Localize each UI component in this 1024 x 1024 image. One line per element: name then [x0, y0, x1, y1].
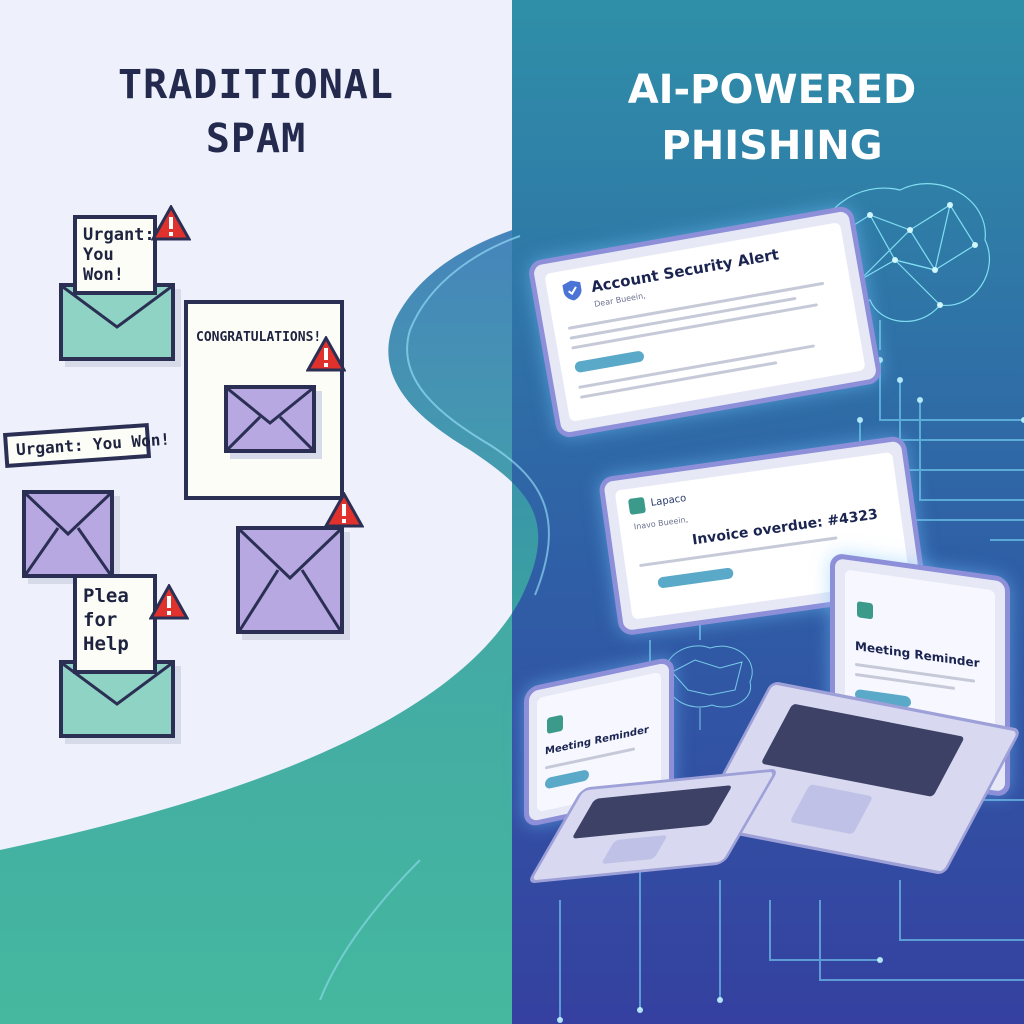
email-greeting: Inavo Bueein, [633, 514, 689, 532]
warning-icon [324, 492, 364, 528]
tablet-security-alert: Account Security Alert Dear Bueein, [526, 204, 884, 440]
spam-bubble-text: Urgant: You Won! [15, 429, 171, 460]
warning-icon [151, 205, 191, 241]
keyboard [760, 703, 965, 797]
spam-note-line1: Plea for [83, 585, 129, 631]
right-title: AI-POWERED PHISHING [520, 62, 1024, 174]
spam-item-plea: Plea for Help [55, 570, 195, 750]
tablet-icon: Account Security Alert Dear Bueein, [526, 204, 884, 440]
brand-logo-icon [627, 496, 647, 515]
shield-icon [562, 280, 582, 301]
left-title-line1: TRADITIONAL [118, 62, 394, 108]
email-heading: Invoice overdue: #4323 [691, 506, 879, 549]
spam-note-line1: Urgant: [83, 225, 155, 245]
spam-note: Urgant: You Won! [73, 215, 157, 295]
left-title: TRADITIONAL SPAM [0, 58, 512, 166]
email-brand: Lapaco [650, 493, 687, 509]
congrats-text: CONGRATULATIONS! [196, 330, 322, 345]
right-title-line2: PHISHING [661, 123, 883, 169]
warning-icon [149, 584, 189, 620]
right-title-line1: AI-POWERED [627, 67, 917, 113]
brand-logo-icon [857, 601, 873, 620]
spam-item-envelope-warning [230, 490, 370, 640]
spam-note-line2: You Won! [83, 245, 124, 285]
laptop-meeting-right: Meeting Reminder [694, 552, 1022, 876]
spam-item-urgent-envelope: Urgant: You Won! [55, 205, 195, 375]
left-title-line2: SPAM [205, 116, 307, 162]
email-heading: Account Security Alert [589, 245, 781, 297]
email-screen: Account Security Alert Dear Bueein, [544, 222, 866, 422]
envelope-icon [236, 526, 344, 634]
laptop-meeting-left: Meeting Reminder [520, 656, 780, 888]
trackpad [789, 784, 874, 835]
warning-icon [306, 336, 346, 372]
envelope-icon [22, 490, 114, 578]
spam-note: Plea for Help [73, 574, 157, 674]
spam-bubble: Urgant: You Won! [2, 422, 171, 469]
envelope-icon [224, 385, 316, 453]
spam-note-line2: Help [83, 633, 129, 655]
cta-button[interactable] [574, 350, 645, 374]
brand-logo-icon [547, 714, 563, 735]
trackpad [600, 834, 668, 865]
cta-button[interactable] [545, 769, 589, 790]
envelope-icon [59, 283, 175, 361]
keyboard [571, 785, 733, 839]
spam-item-urgent-bubble: Urgant: You Won! [0, 418, 171, 588]
spam-item-congratulations: CONGRATULATIONS! [180, 280, 350, 510]
